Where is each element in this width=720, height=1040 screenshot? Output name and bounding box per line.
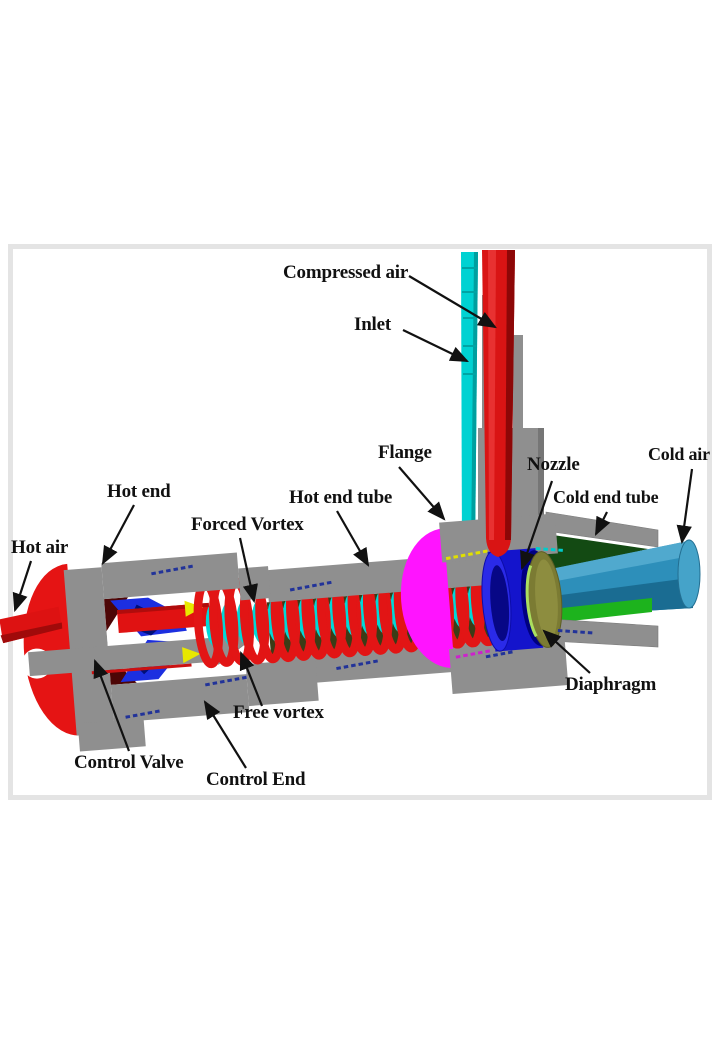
- label-cold-air: Cold air: [648, 444, 710, 464]
- main-tube-assembly: [0, 513, 569, 752]
- control-end-step-bottom: [245, 658, 319, 707]
- label-free-vortex: Free vortex: [233, 702, 324, 723]
- leader-arrows: [12, 275, 694, 769]
- cold-end-assembly: [544, 511, 701, 648]
- label-inlet: Inlet: [354, 314, 392, 335]
- label-forced-vortex: Forced Vortex: [191, 514, 304, 535]
- control-valve-shaft: [28, 636, 226, 677]
- label-control-valve: Control Valve: [74, 752, 184, 773]
- compressed-air-pipe: [482, 250, 515, 557]
- cold-bore-dark-wedge: [546, 534, 648, 574]
- hot-end-top-wall: [101, 552, 240, 600]
- label-diaphragm: Diaphragm: [565, 674, 657, 695]
- cold-end-tube-bottom-wall: [549, 618, 659, 648]
- label-control-end: Control End: [206, 769, 306, 790]
- step-top: [238, 566, 271, 601]
- label-hot-end-tube: Hot end tube: [289, 487, 393, 508]
- flange-disk: [400, 528, 455, 668]
- label-nozzle: Nozzle: [527, 454, 580, 475]
- label-flange: Flange: [378, 442, 432, 463]
- label-hot-air: Hot air: [11, 537, 69, 558]
- speckle-dashes: [125, 549, 513, 719]
- label-compressed-air: Compressed air: [283, 262, 409, 283]
- hot-end-dome: [23, 563, 81, 736]
- label-cold-end-tube: Cold end tube: [553, 487, 659, 507]
- label-hot-end: Hot end: [107, 481, 171, 502]
- hot-air-outlet-pipe: [0, 606, 63, 644]
- inlet-tube: [461, 252, 478, 556]
- cold-flow-strip: [544, 598, 652, 624]
